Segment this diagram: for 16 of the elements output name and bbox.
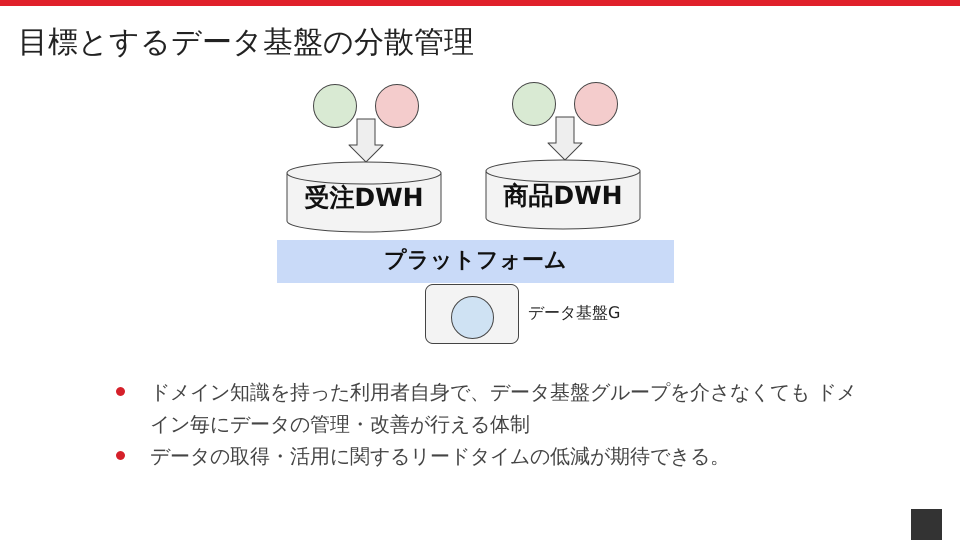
group-caption: データ基盤G xyxy=(528,302,620,324)
database-label: 商品DWH xyxy=(502,180,624,212)
avatar-circle xyxy=(451,296,494,339)
avatar-circle xyxy=(512,82,556,126)
database-label: 受注DWH xyxy=(303,182,425,214)
avatar-circle xyxy=(574,82,618,126)
bullet-text: ドメイン知識を持った利用者自身で、データ基盤グループを介さなくても ドメイン毎にデータの管理・改善が行える体制 xyxy=(150,379,858,438)
platform-band xyxy=(277,240,674,283)
slide-title: 目標とするデータ基盤の分散管理 xyxy=(18,24,474,62)
database-cylinder xyxy=(485,159,641,230)
database-cylinder xyxy=(286,161,442,233)
platform-label: プラットフォーム xyxy=(383,247,568,275)
avatar-circle xyxy=(375,84,419,128)
avatar-circle xyxy=(313,84,357,128)
bullet-text: データの取得・活用に関するリードタイムの低減が期待できる。 xyxy=(150,443,731,470)
rounded-box xyxy=(425,284,519,344)
